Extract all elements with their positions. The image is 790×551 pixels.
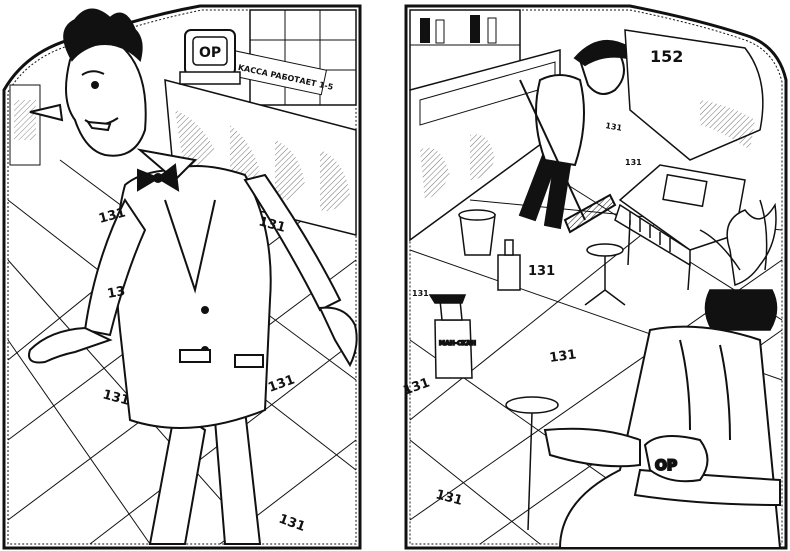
ashtray-stand: [505, 396, 559, 531]
right-panel: ◎ 152: [401, 4, 788, 550]
register-logo: OP: [199, 45, 221, 61]
sweeper-cap: ◎: [617, 45, 624, 54]
tile-number: 131: [412, 289, 429, 298]
bar-stool: [584, 243, 626, 306]
bottle-small: [497, 239, 521, 291]
tile-number: 131: [548, 347, 577, 366]
tile-number: 131: [625, 158, 642, 167]
piano: [614, 164, 746, 291]
armchair: OP: [543, 325, 782, 549]
right-bar: [409, 9, 561, 242]
tile-number: 131: [257, 214, 287, 236]
pillow-logo: OP: [655, 458, 677, 474]
cash-register: OP: [179, 29, 241, 85]
left-panel: KACCA PAБОТАЕТ 1-5 OP: [2, 4, 362, 550]
display-number: 152: [650, 47, 683, 66]
wall-display: 152: [624, 29, 764, 161]
spray-bottle: MAH-CKAH: [428, 294, 477, 379]
potted-plant: [699, 199, 778, 331]
tile-number: 131: [605, 121, 623, 133]
bottle-label: MAH-CKAH: [439, 340, 476, 347]
waiter-figure: [28, 8, 358, 545]
tile-number: 131: [528, 264, 555, 279]
sweeper-figure: ◎: [518, 40, 643, 234]
tile-number: 131: [434, 487, 464, 509]
tile-number: 131: [97, 205, 127, 227]
tile-number: 13: [106, 284, 126, 302]
bucket: [458, 209, 496, 256]
tile-number: 131: [101, 387, 131, 409]
